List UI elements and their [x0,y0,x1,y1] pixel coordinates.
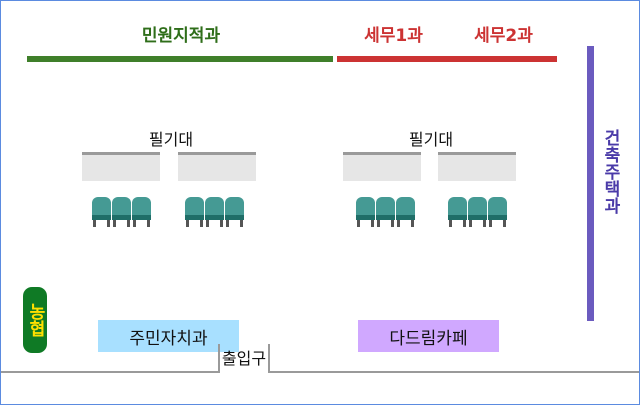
chair-row [185,197,244,227]
civil-cadastral-label: 민원지적과 [141,26,221,46]
tax-counter [337,56,557,62]
tax1-label: 세무1과 [364,26,423,46]
chair-icon [225,197,244,227]
entrance-label: 출입구 [221,349,267,368]
entrance-post [268,344,270,373]
chair-row [92,197,151,227]
entrance-post [218,344,220,373]
tax2-label: 세무2과 [474,26,533,46]
chair-icon [468,197,487,227]
writing-desk [82,152,160,181]
chair-icon [92,197,111,227]
resident-autonomy-room: 주민자치과 [98,320,239,352]
chair-icon [448,197,467,227]
nonghyup-badge: 농협 [23,287,47,353]
wall-left [1,371,219,373]
civil-cadastral-counter [27,56,333,62]
writing-desk-label: 필기대 [408,130,454,149]
chair-icon [185,197,204,227]
chair-icon [488,197,507,227]
writing-desk [343,152,421,181]
chair-icon [396,197,415,227]
chair-row [356,197,415,227]
writing-desk [178,152,256,181]
chair-icon [205,197,224,227]
construction-counter [587,46,594,321]
cafe-room: 다드림카페 [358,320,499,352]
chair-icon [132,197,151,227]
writing-desk-label: 필기대 [148,130,194,149]
chair-row [448,197,507,227]
chair-icon [112,197,131,227]
chair-icon [376,197,395,227]
writing-desk [438,152,516,181]
construction-housing-label: 건축주택과 [600,129,620,214]
wall-right [268,371,639,373]
chair-icon [356,197,375,227]
